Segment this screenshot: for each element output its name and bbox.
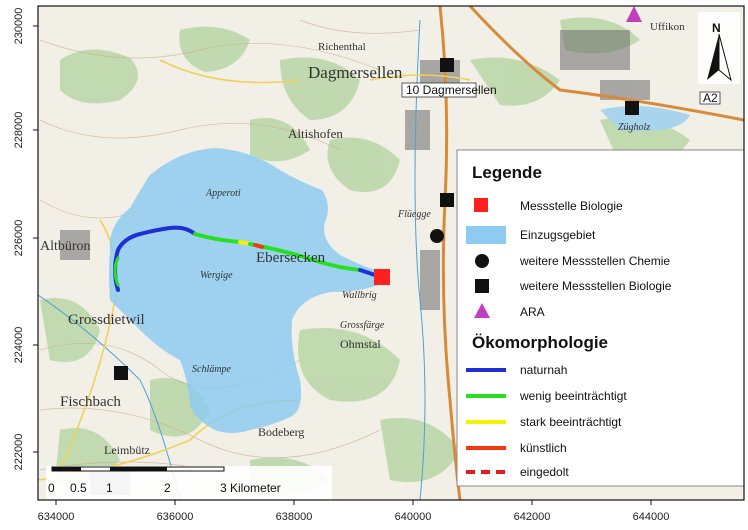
legend-item-label: Messstelle Biologie bbox=[520, 199, 623, 213]
place-label: Altbüron bbox=[40, 239, 91, 254]
scale-label: 1 bbox=[106, 481, 113, 495]
place-label: Leimbütz bbox=[104, 443, 150, 457]
legend-item-label: eingedolt bbox=[520, 465, 569, 479]
messstelle-biologie-marker bbox=[374, 269, 390, 285]
place-label: Grossfärge bbox=[340, 320, 385, 331]
x-tick-label: 634000 bbox=[38, 511, 75, 523]
stream-wenig-segment bbox=[113, 256, 120, 287]
messstelle-biologie-weitere-marker bbox=[440, 193, 454, 207]
scale-label: 0.5 bbox=[70, 481, 87, 495]
legend-title: Legende bbox=[472, 163, 542, 182]
place-label: Schlämpe bbox=[192, 364, 231, 375]
legend-symbol-chemie bbox=[475, 254, 489, 268]
y-tick-label: 224000 bbox=[13, 327, 25, 364]
place-label: Uffikon bbox=[650, 21, 685, 33]
scale-label: 2 bbox=[164, 481, 171, 495]
x-tick-label: 636000 bbox=[157, 511, 194, 523]
legend-section-title: Ökomorphologie bbox=[472, 333, 608, 352]
messstelle-biologie-weitere-marker bbox=[625, 101, 639, 115]
stream-wenig-segment bbox=[248, 242, 362, 272]
legend-item-label: stark beeinträchtigt bbox=[520, 415, 622, 429]
scale-bar: 0 0.5 1 2 3 Kilometer bbox=[46, 466, 332, 500]
messstelle-biologie-weitere-marker bbox=[440, 58, 454, 72]
x-tick-label: 644000 bbox=[633, 511, 670, 523]
scale-label: 3 Kilometer bbox=[220, 481, 281, 495]
y-tick-label: 230000 bbox=[13, 8, 25, 45]
motorway-sign-label: A2 bbox=[703, 91, 718, 105]
place-label: Wallbrig bbox=[342, 290, 377, 301]
x-tick-labels: 634000 636000 638000 640000 642000 64400… bbox=[38, 511, 670, 523]
streams bbox=[38, 19, 426, 500]
motorway-sign bbox=[699, 91, 721, 105]
north-label: N bbox=[712, 21, 721, 35]
topographic-basemap: Dagmersellen Altishofen Altbüron Grossdi… bbox=[38, 6, 744, 500]
legend-symbol-einzugsgebiet bbox=[466, 226, 506, 244]
place-label: Grossdietwil bbox=[68, 312, 145, 328]
y-tick-labels: 230000 228000 226000 224000 222000 bbox=[13, 8, 25, 471]
stream-naturnah-segment bbox=[138, 225, 197, 236]
place-label: Ebersecken bbox=[256, 250, 326, 266]
place-label: Ohmstal bbox=[340, 337, 381, 351]
pond bbox=[600, 106, 690, 131]
place-label: Fischbach bbox=[60, 394, 121, 410]
legend: Legende Messstelle Biologie Einzugsgebie… bbox=[456, 149, 744, 487]
y-tick-label: 222000 bbox=[13, 434, 25, 471]
scale-label: 0 bbox=[48, 481, 55, 495]
x-tick-label: 640000 bbox=[395, 511, 432, 523]
y-tick-label: 226000 bbox=[13, 220, 25, 257]
place-label: Bodeberg bbox=[258, 425, 304, 439]
legend-symbol-biologie bbox=[475, 279, 489, 293]
catchment-area bbox=[109, 148, 378, 433]
x-tick-label: 642000 bbox=[514, 511, 551, 523]
road-sign bbox=[401, 82, 477, 98]
stream-wenig-segment bbox=[193, 232, 242, 244]
road-sign-label: 10 Dagmersellen bbox=[406, 83, 497, 97]
north-arrow: N bbox=[698, 12, 740, 84]
place-label: Flüegge bbox=[397, 209, 431, 220]
ara-marker bbox=[626, 6, 642, 22]
legend-item-label: ARA bbox=[520, 305, 545, 319]
place-label: Altishofen bbox=[288, 126, 343, 141]
legend-symbol-messstelle bbox=[474, 198, 488, 212]
axis-ticks bbox=[33, 25, 652, 505]
x-tick-label: 638000 bbox=[276, 511, 313, 523]
map-frame bbox=[37, 5, 745, 501]
legend-item-label: Einzugsgebiet bbox=[520, 228, 596, 242]
place-label: Zügholz bbox=[618, 122, 650, 133]
legend-symbol-ara bbox=[474, 303, 490, 318]
stream-kuenstlich-segment bbox=[253, 243, 264, 249]
stream-ecomorphology bbox=[113, 225, 380, 292]
messstelle-chemie-marker bbox=[430, 229, 444, 243]
legend-item-label: weitere Messstellen Biologie bbox=[519, 279, 672, 293]
place-label: Apperoti bbox=[205, 188, 241, 199]
place-label: Richenthal bbox=[318, 41, 366, 53]
legend-item-label: wenig beeinträchtigt bbox=[519, 389, 627, 403]
place-label: Dagmersellen bbox=[308, 63, 403, 82]
place-label: Wergige bbox=[200, 270, 233, 281]
legend-item-label: künstlich bbox=[520, 441, 567, 455]
messstelle-biologie-weitere-marker bbox=[114, 366, 128, 380]
legend-item-label: weitere Messstellen Chemie bbox=[519, 254, 670, 268]
legend-item-label: naturnah bbox=[520, 363, 567, 377]
y-tick-label: 228000 bbox=[13, 112, 25, 149]
